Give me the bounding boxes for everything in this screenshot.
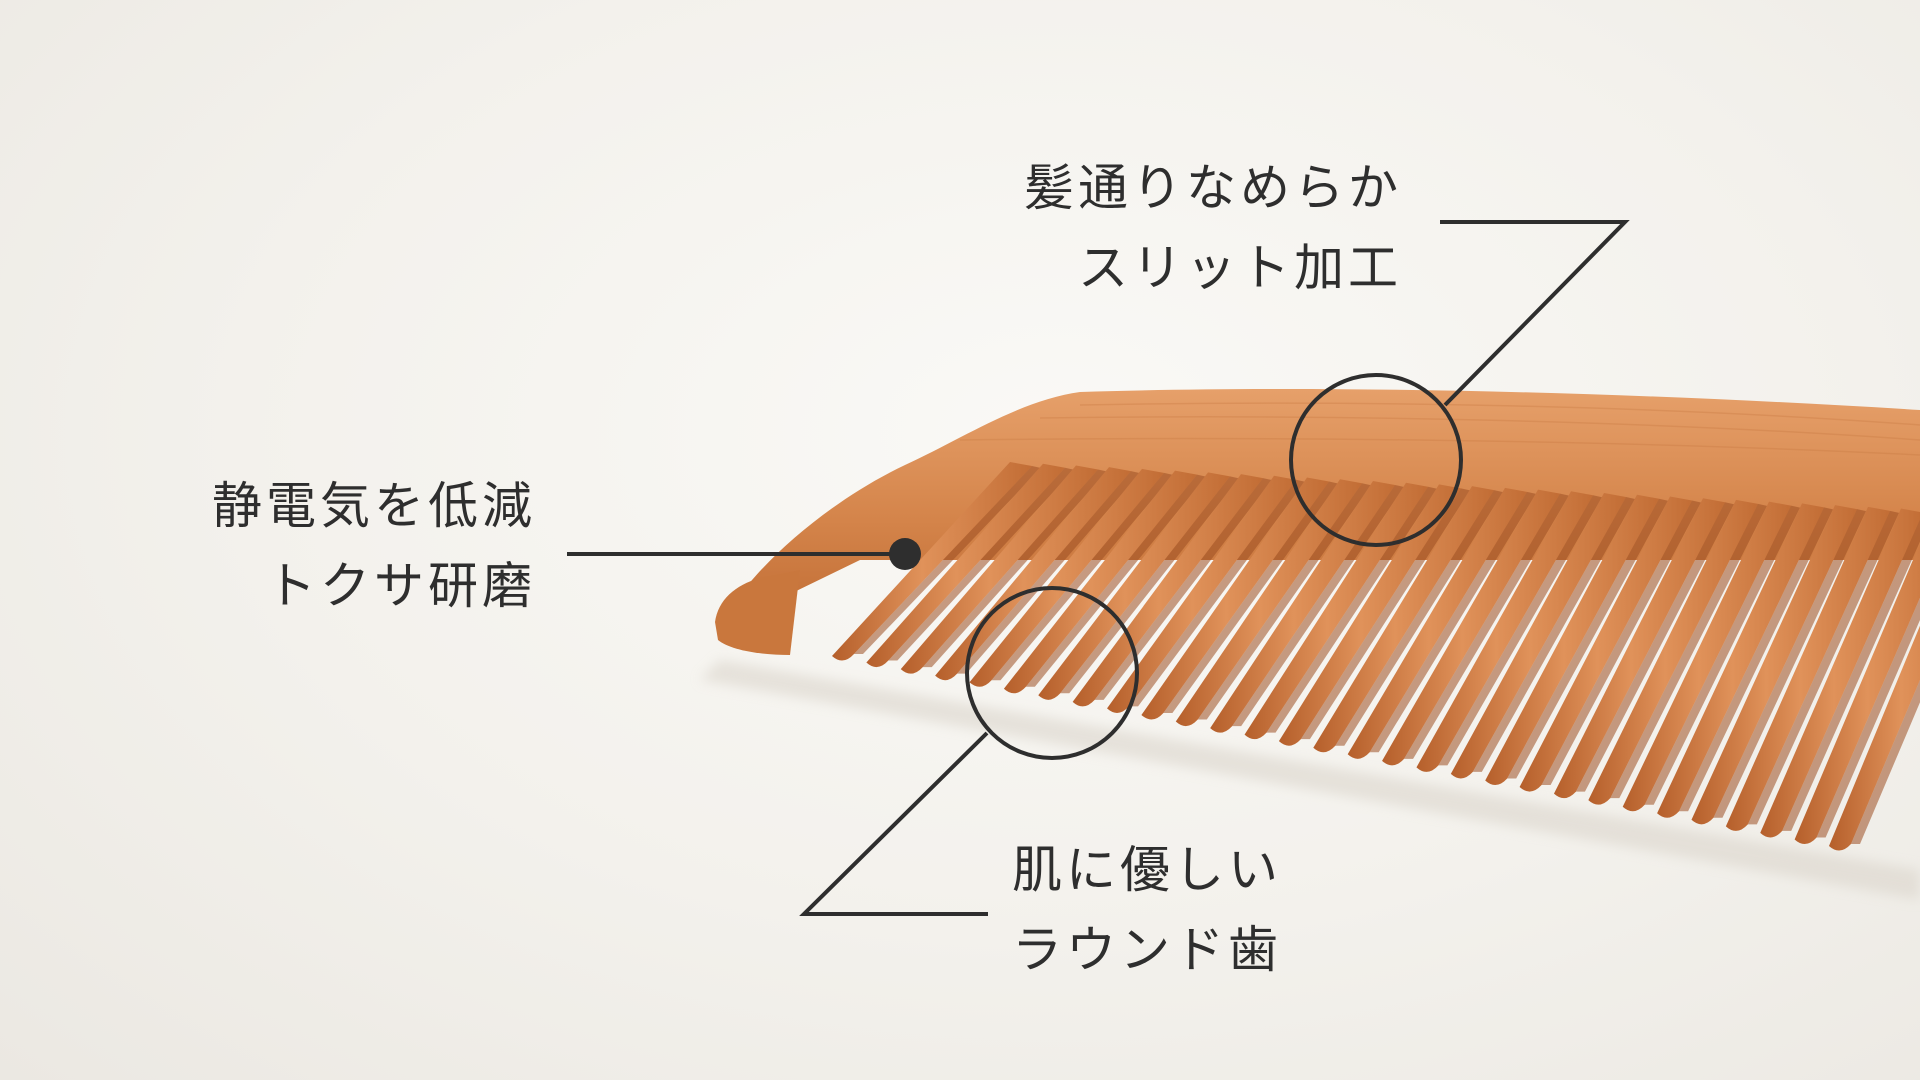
comb-teeth xyxy=(832,462,1920,851)
comb-tooth xyxy=(1313,486,1494,753)
comb-tooth xyxy=(1141,477,1329,720)
comb-tooth xyxy=(1725,506,1890,831)
comb-spine xyxy=(720,389,1920,628)
comb-slit xyxy=(1575,502,1734,792)
comb-slit xyxy=(1369,491,1536,753)
comb-slit xyxy=(888,467,1074,661)
comb-slit xyxy=(1266,486,1437,733)
comb-tooth xyxy=(1038,472,1230,700)
comb-slit xyxy=(1851,680,1920,844)
wood-grain xyxy=(959,402,1920,456)
comb-tooth xyxy=(1416,491,1593,772)
callout-static-line2: トクサ研磨 xyxy=(266,557,536,615)
comb-tooth xyxy=(1210,480,1395,733)
comb-tooth xyxy=(1107,475,1296,713)
comb-tooth xyxy=(1553,498,1725,799)
callout-round-line2: ラウンド歯 xyxy=(1012,921,1282,979)
static-anchor-dot xyxy=(889,538,921,570)
comb-tooth xyxy=(1691,505,1857,825)
comb-tooth xyxy=(1485,494,1659,786)
comb-slit xyxy=(1472,497,1635,772)
comb-slit xyxy=(1507,498,1668,779)
callout-static-line1: 静電気を低減 xyxy=(212,477,536,535)
comb-tooth xyxy=(1003,470,1197,694)
comb-tooth xyxy=(1347,487,1527,759)
comb-shadow xyxy=(700,660,1920,900)
comb-slit xyxy=(1747,510,1899,825)
comb-slit xyxy=(957,471,1140,674)
comb-slit xyxy=(1713,509,1866,818)
comb-tooth xyxy=(1072,474,1263,707)
comb-tooth xyxy=(1175,479,1362,727)
comb-slit xyxy=(922,469,1107,668)
comb-slit xyxy=(1025,474,1206,687)
comb-tooth xyxy=(1244,482,1428,740)
callout-slit-line2: スリット加工 xyxy=(1078,239,1402,297)
callout-round-text: 肌に優しい ラウンド歯 xyxy=(1012,830,1282,990)
callout-slit-text: 髪通りなめらか スリット加工 xyxy=(1024,148,1402,308)
comb-slit xyxy=(1129,479,1305,707)
round-leader-line xyxy=(799,731,989,916)
comb-slit xyxy=(1644,505,1800,805)
callout-graphics xyxy=(567,220,1630,916)
callout-static-text: 静電気を低減 トクサ研磨 xyxy=(212,466,536,626)
comb-tooth xyxy=(900,465,1098,674)
comb-tooth xyxy=(1278,484,1461,746)
comb-tooth xyxy=(1519,496,1692,792)
comb-tooth xyxy=(935,467,1131,681)
comb-tooth xyxy=(832,462,1032,661)
comb-tooth xyxy=(1588,499,1758,805)
comb-slit xyxy=(1335,490,1503,746)
comb-tooth xyxy=(1829,625,1920,851)
comb-tooth xyxy=(866,463,1065,668)
comb-tooth xyxy=(1657,503,1824,818)
comb-slit xyxy=(1438,495,1602,766)
comb-tooth xyxy=(1794,543,1920,844)
comb-tooth xyxy=(1450,493,1626,779)
callout-slit-line1: 髪通りなめらか xyxy=(1024,159,1402,217)
comb-tip xyxy=(715,570,800,655)
comb-tooth xyxy=(969,468,1164,687)
comb-slit xyxy=(1610,503,1767,799)
slit-leader-line xyxy=(1440,220,1630,407)
comb-slit xyxy=(1060,476,1239,694)
comb-tooth xyxy=(1760,508,1920,838)
comb-slit xyxy=(1094,478,1272,700)
comb-slit xyxy=(1300,488,1470,740)
round-highlight-circle xyxy=(965,586,1139,760)
comb-tooth xyxy=(1622,501,1791,812)
slit-highlight-circle xyxy=(1289,373,1463,547)
comb-slit xyxy=(1163,481,1338,713)
comb-slit xyxy=(1541,500,1701,786)
comb-tooth xyxy=(1382,489,1560,766)
comb-slit xyxy=(1404,493,1569,759)
comb-slit xyxy=(1197,483,1371,720)
comb-slit xyxy=(1679,507,1833,812)
callout-round-line1: 肌に優しい xyxy=(1012,841,1282,899)
comb-slit xyxy=(991,472,1173,681)
comb-slit xyxy=(854,466,1041,654)
